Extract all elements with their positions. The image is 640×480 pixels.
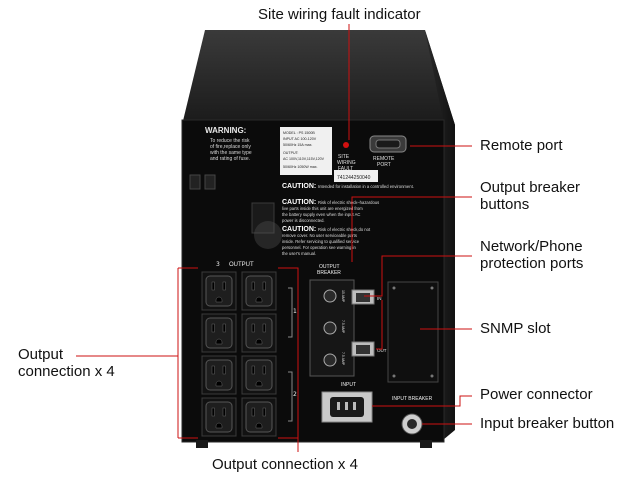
model-line-1: MODEL : PS 1500B xyxy=(283,131,315,135)
callout-output-breaker-1: Output breaker xyxy=(480,179,581,196)
output-breaker-button-3[interactable] xyxy=(323,353,337,367)
output-breaker-button-1[interactable] xyxy=(323,289,337,303)
model-line-2: INPUT AC 100-120V xyxy=(283,137,317,141)
site-label-3: FAULT xyxy=(338,166,353,172)
snmp-screw xyxy=(392,374,396,378)
power-pin xyxy=(353,402,356,410)
callout-output-left-2: connection x 4 xyxy=(18,363,115,380)
callout-power-connector: Power connector xyxy=(480,386,593,403)
callout-network-phone-2: protection ports xyxy=(480,255,584,272)
caution-1-text: Intended for installation in a controlle… xyxy=(318,184,414,189)
caution-2-line-2: live parts inside this unit are energize… xyxy=(282,206,363,211)
output-outlet xyxy=(201,313,237,353)
in-label: IN xyxy=(377,296,382,301)
foot-right xyxy=(420,440,432,448)
site-label-1: SITE xyxy=(338,154,350,160)
case-side xyxy=(425,30,455,440)
caution-3-line-2: remove cover. No user serviceable parts xyxy=(282,233,357,238)
callout-output-bottom: Output connection x 4 xyxy=(212,456,358,473)
output-breaker-label-2: BREAKER xyxy=(317,270,341,276)
output-bank-3-number: 3 xyxy=(216,261,220,268)
breaker-rating-1: 15 AMP xyxy=(341,290,345,303)
remote-port-socket xyxy=(375,139,401,149)
serial-number: 741244250040 xyxy=(337,175,371,181)
warning-line-3: with the same type xyxy=(210,150,252,156)
caution-2-line-1: Risk of electric shock–hazardous xyxy=(318,200,379,205)
caution-3-line-3: inside. Refer servicing to qualified ser… xyxy=(282,239,360,244)
foot-left xyxy=(196,440,208,448)
mount-hole xyxy=(189,174,201,190)
network-port-out-socket xyxy=(356,345,370,354)
output-outlet xyxy=(241,355,277,395)
warning-line-2: of fire,replace only xyxy=(210,144,251,150)
caution-3-title: CAUTION: xyxy=(282,226,316,233)
caution-2-title: CAUTION: xyxy=(282,199,316,206)
breaker-rating-2: 7.5 AMP xyxy=(341,320,345,334)
snmp-slot xyxy=(387,281,439,383)
snmp-screw xyxy=(430,374,434,378)
warning-title: WARNING: xyxy=(205,126,246,135)
callout-remote-port: Remote port xyxy=(480,137,563,154)
output-bank-2-number: 2 xyxy=(293,391,297,398)
logo-watermark xyxy=(254,221,282,249)
callout-site-wiring: Site wiring fault indicator xyxy=(258,6,421,23)
output-outlet xyxy=(241,397,277,437)
model-line-6: 50/60Hz 1050W max. xyxy=(283,165,318,169)
output-outlet xyxy=(201,397,237,437)
caution-1-title: CAUTION: xyxy=(282,183,316,190)
network-port-in-socket xyxy=(356,293,370,302)
out-label: OUT xyxy=(377,348,387,353)
callout-output-left-1: Output xyxy=(18,346,64,363)
snmp-screw xyxy=(430,286,434,290)
output-bank-1-number: 1 xyxy=(293,308,297,315)
site-label-2: WIRING xyxy=(337,160,356,166)
output-label: OUTPUT xyxy=(229,262,254,268)
callout-output-breaker-2: buttons xyxy=(480,196,530,213)
caution-3-line-4: personnel. For operation see warning in xyxy=(282,245,356,250)
remote-label-2: PORT xyxy=(377,162,391,168)
model-line-5: AC 100V,110V,115V,120V xyxy=(283,157,325,161)
callout-input-breaker: Input breaker button xyxy=(480,415,615,432)
caution-3-line-1: Risk of electric shock,do not xyxy=(318,227,371,232)
caution-3-line-5: the user's manual. xyxy=(282,251,316,256)
output-outlet xyxy=(201,271,237,311)
case-top xyxy=(182,30,455,125)
callout-snmp-slot: SNMP slot xyxy=(480,320,551,337)
serial-label xyxy=(334,170,378,182)
output-breaker-label-1: OUTPUT xyxy=(319,264,340,270)
output-outlet xyxy=(201,355,237,395)
power-pin xyxy=(337,402,340,410)
output-breaker-button-2[interactable] xyxy=(323,321,337,335)
warning-line-1: To reduce the risk xyxy=(210,138,250,144)
site-wiring-led xyxy=(343,142,349,148)
breaker-rating-3: 7.5 AMP xyxy=(341,352,345,366)
power-pin xyxy=(345,402,348,410)
output-outlet xyxy=(241,271,277,311)
caution-2-line-4: power is disconnected. xyxy=(282,218,325,223)
model-line-4: OUTPUT: xyxy=(283,151,299,155)
input-label: INPUT xyxy=(341,382,356,388)
model-label xyxy=(280,127,332,175)
remote-label-1: REMOTE xyxy=(373,156,395,162)
input-breaker-label: INPUT BREAKER xyxy=(392,396,433,402)
warning-line-4: and rating of fuse. xyxy=(210,156,250,162)
mount-hole xyxy=(204,174,216,190)
callout-network-phone-1: Network/Phone xyxy=(480,238,583,255)
output-outlet xyxy=(241,313,277,353)
caution-2-line-3: the battery supply even when the input A… xyxy=(282,212,360,217)
input-breaker-center xyxy=(407,419,417,429)
model-line-3: 50/60Hz 15A max. xyxy=(283,143,312,147)
snmp-screw xyxy=(392,286,396,290)
outlet-grid xyxy=(201,271,277,437)
vent-cover xyxy=(251,202,275,234)
